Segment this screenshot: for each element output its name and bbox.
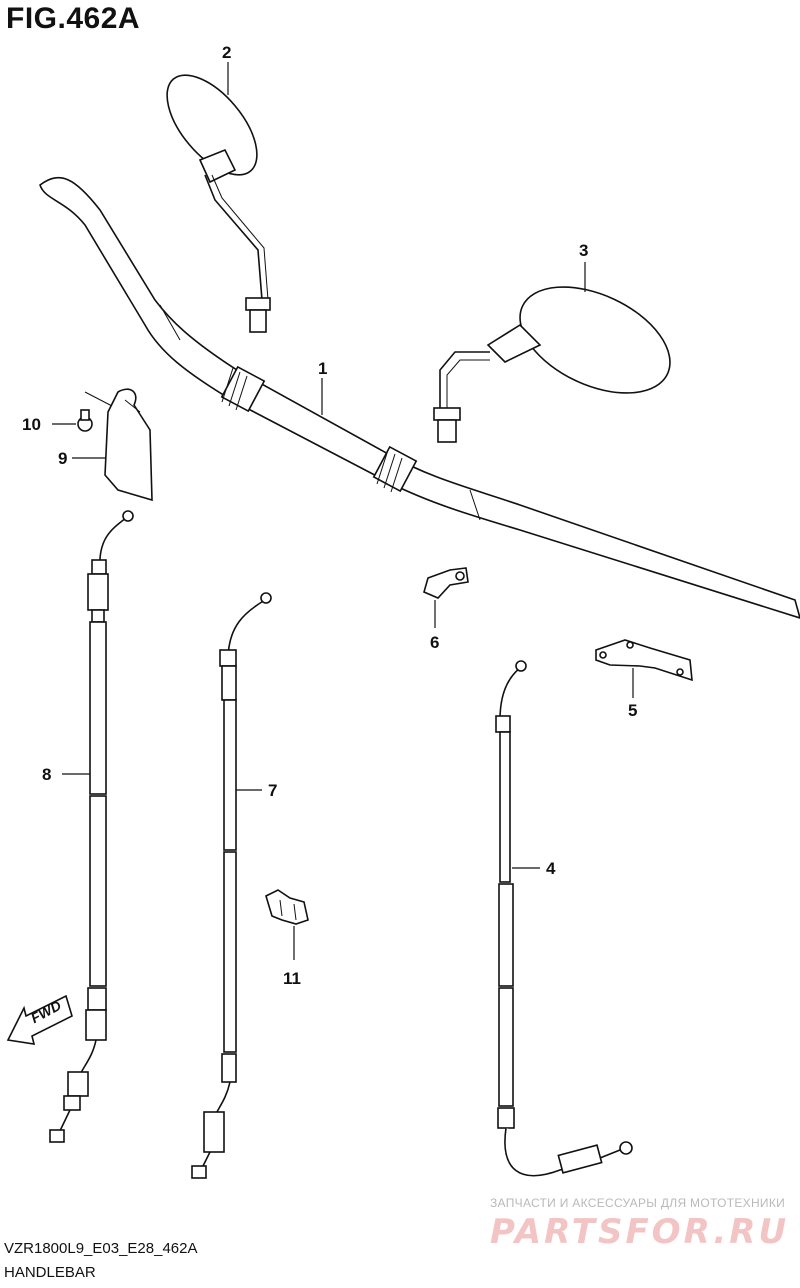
watermark-tagline: ЗАПЧАСТИ И АКСЕССУАРЫ ДЛЯ МОТОТЕХНИКИ (490, 1196, 786, 1210)
callout-10: 10 (22, 415, 41, 434)
callout-9: 9 (58, 449, 67, 468)
callout-6: 6 (430, 633, 439, 652)
fwd-arrow-icon (6, 994, 73, 1045)
clamp-part[interactable] (423, 567, 469, 599)
mirror-left-part[interactable] (150, 60, 273, 333)
figure-title: FIG.462A (6, 2, 141, 35)
diagram-caption: HANDLEBAR (4, 1264, 96, 1281)
cable-7-part[interactable] (191, 592, 272, 1179)
cable-holder-part[interactable] (104, 388, 153, 502)
callout-7: 7 (268, 781, 277, 800)
callout-2: 2 (222, 43, 231, 62)
cable-clip-part[interactable] (265, 889, 309, 925)
handlebar-part[interactable] (39, 176, 800, 619)
callout-4: 4 (546, 859, 556, 878)
callout-1: 1 (318, 359, 327, 378)
watermark-brand: PARTSFOR.RU (490, 1212, 790, 1252)
cable-4-part[interactable] (495, 660, 633, 1177)
callout-8: 8 (42, 765, 51, 784)
mirror-right-part[interactable] (433, 265, 687, 443)
bracket-part[interactable] (595, 639, 693, 682)
diagram-code: VZR1800L9_E03_E28_462A (4, 1240, 198, 1257)
bolt-part[interactable] (77, 409, 93, 432)
cable-8-part[interactable] (49, 510, 134, 1143)
callout-5: 5 (628, 701, 637, 720)
callout-11: 11 (283, 969, 301, 988)
callout-3: 3 (579, 241, 588, 260)
